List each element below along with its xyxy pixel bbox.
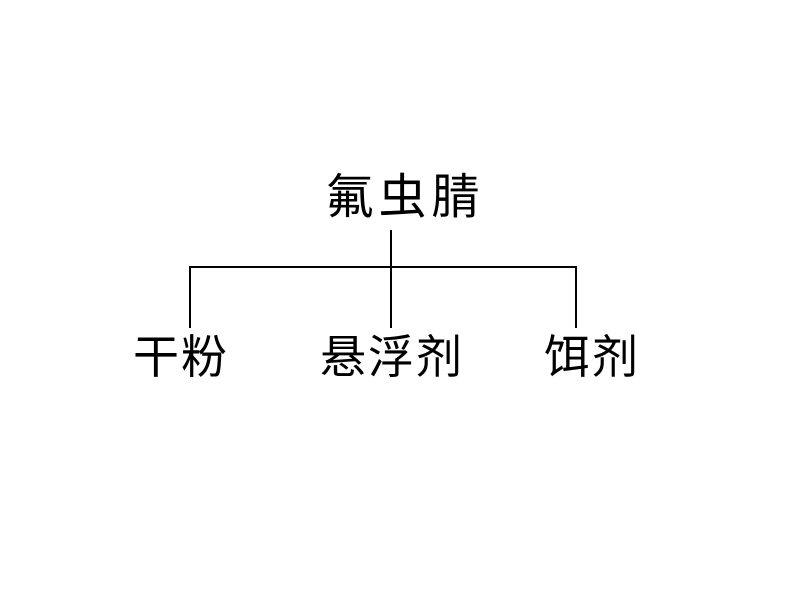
root-node-label: 氟虫腈 [325, 171, 485, 224]
child-node-label-suspension: 悬浮剂 [320, 332, 464, 383]
child-node-label-dry-powder: 干粉 [133, 332, 229, 383]
child-node-label-bait: 饵剂 [544, 332, 640, 383]
